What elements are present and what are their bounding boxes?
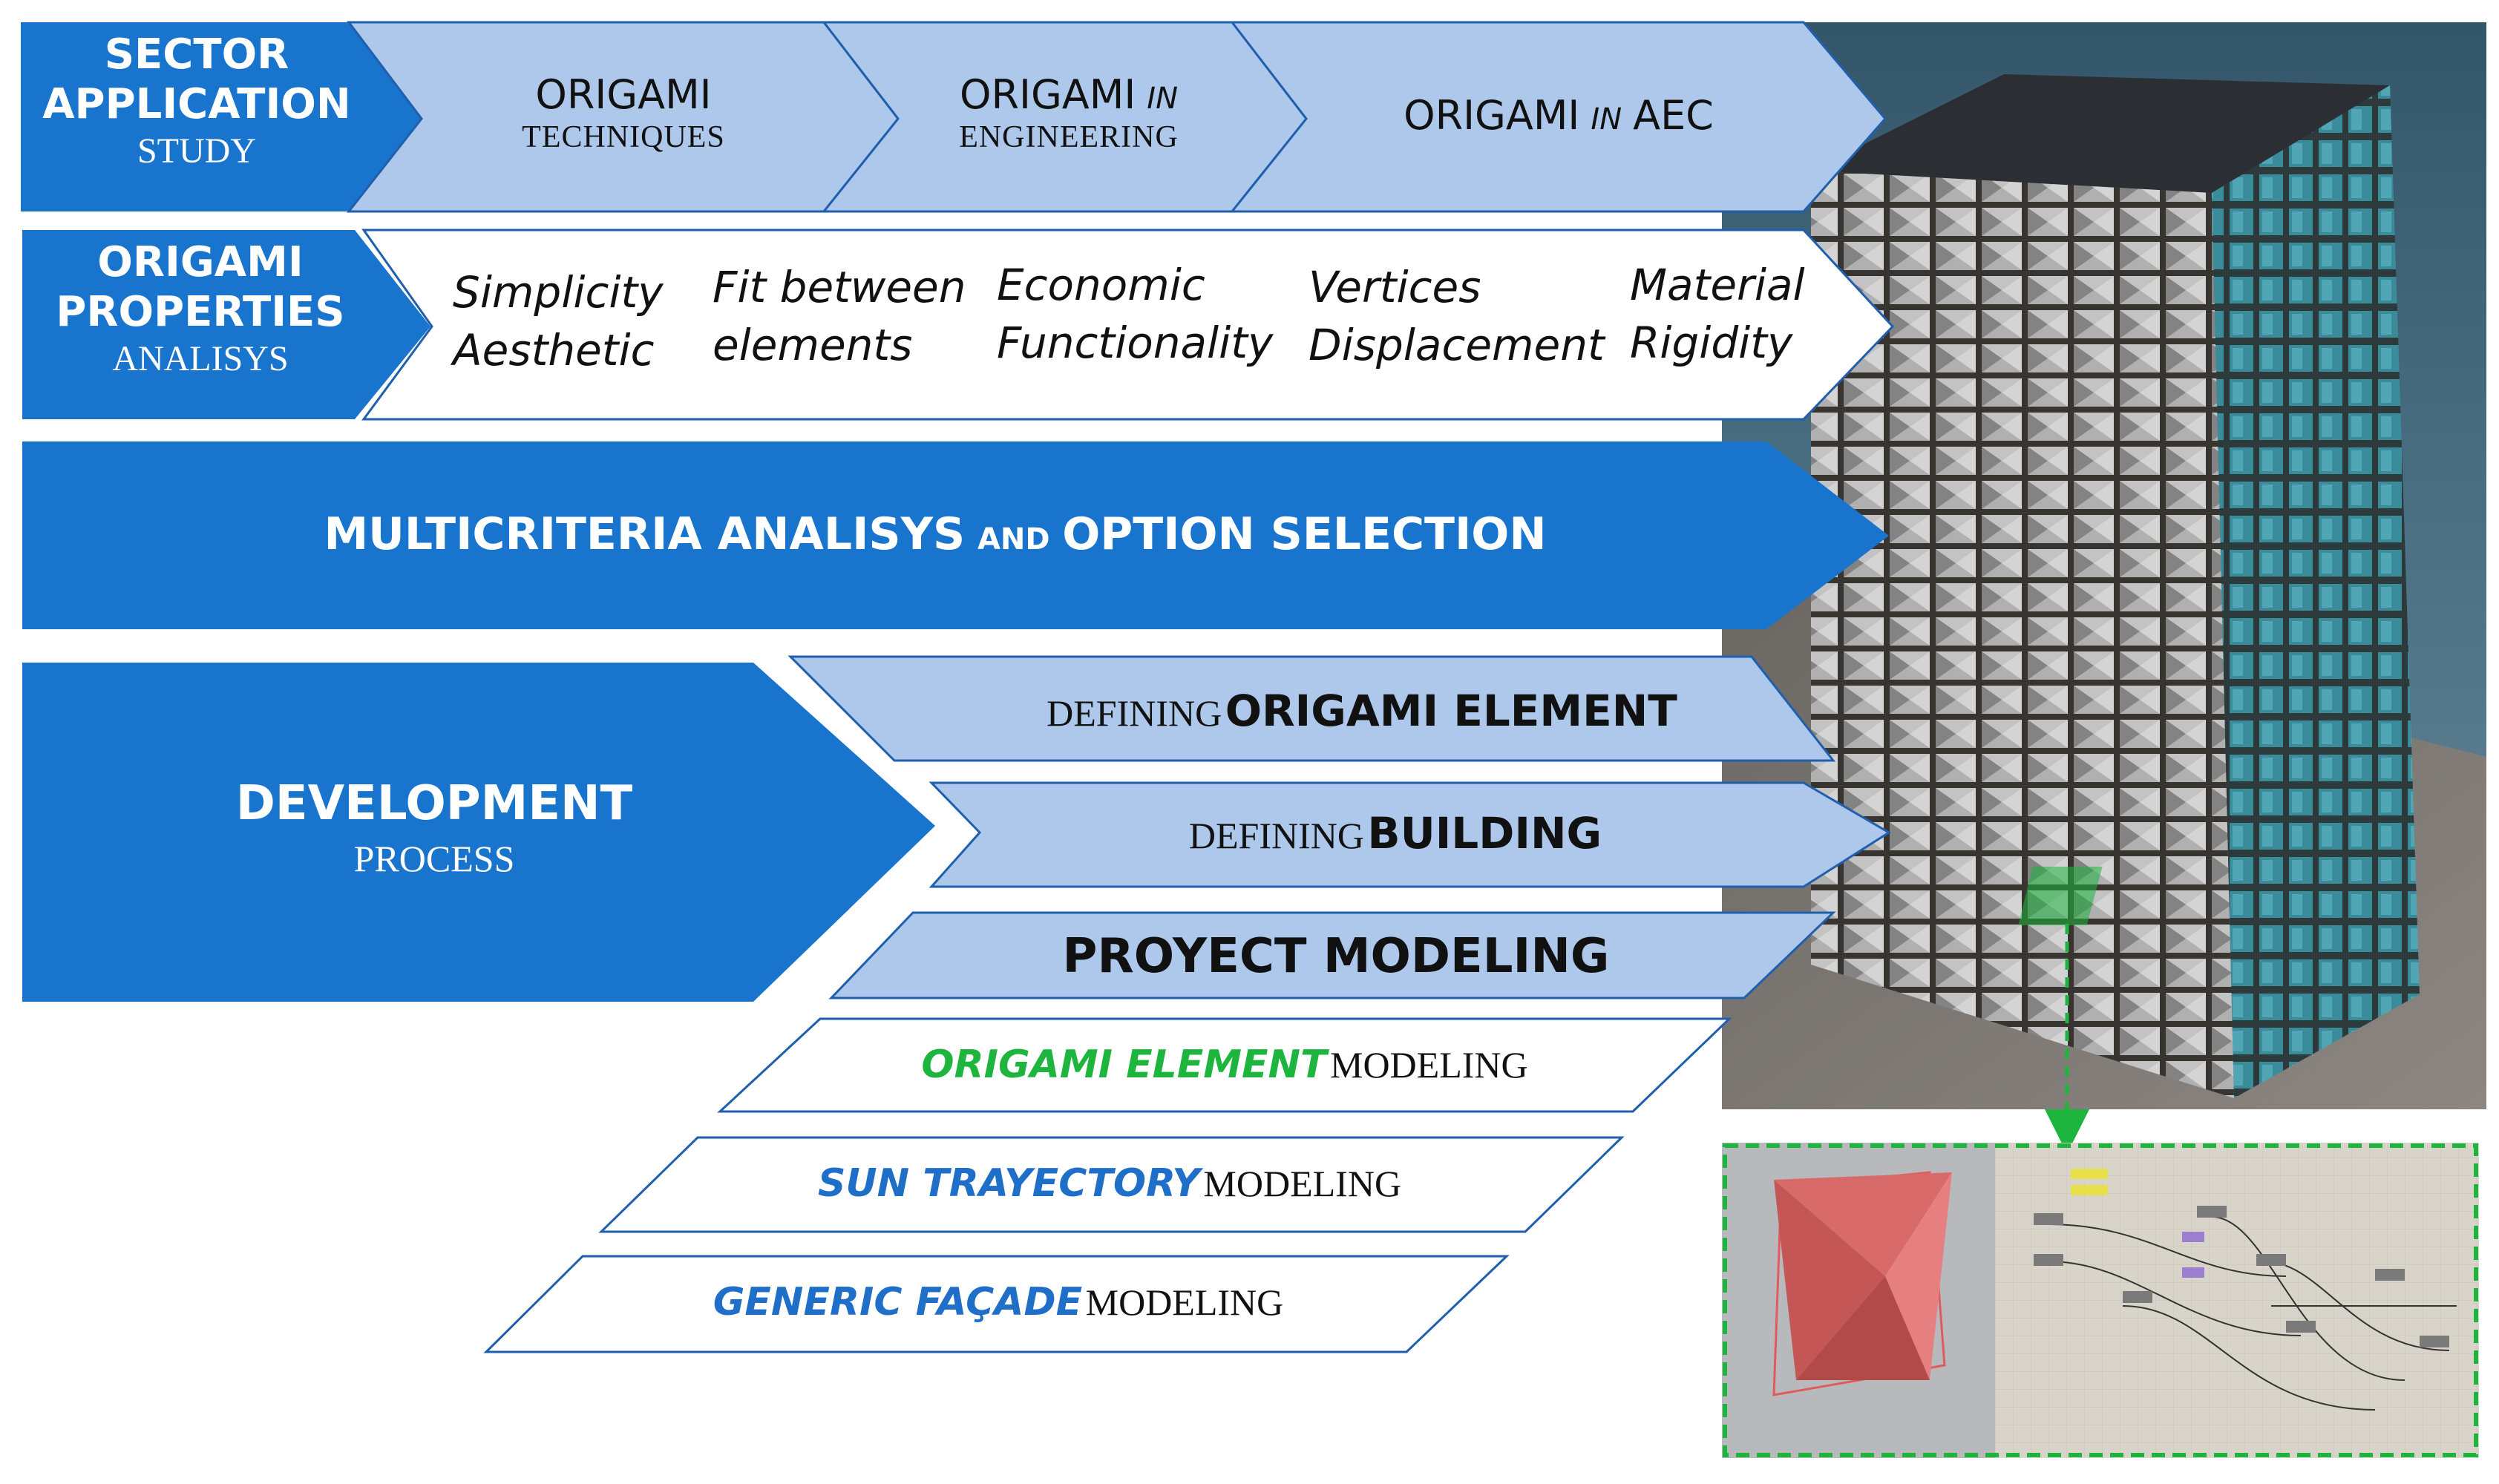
origami-engineering-label: ORIGAMI IN ENGINEERING	[905, 71, 1232, 154]
multicriteria-and: AND	[977, 522, 1050, 556]
origami-aec-chevron	[1229, 21, 1887, 213]
properties-line2: PROPERTIES	[56, 287, 345, 336]
generic-facade-modeling-box	[483, 1255, 1510, 1353]
modeling-1-highlight: ORIGAMI ELEMENT	[921, 1043, 1327, 1087]
origami-engineering-in: IN	[1147, 82, 1178, 116]
property-3-line1: Economic	[997, 260, 1205, 310]
origami-aec-tail: AEC	[1633, 92, 1714, 139]
origami-aec-main: ORIGAMI	[1404, 92, 1580, 139]
development-arrow	[22, 663, 935, 1002]
study-line3: STUDY	[137, 131, 256, 171]
property-4-line1: Vertices	[1309, 262, 1481, 312]
origami-techniques-main: ORIGAMI	[535, 71, 712, 118]
property-vertices-displacement: Vertices Displacement	[1309, 258, 1605, 375]
origami-techniques-sub: TECHNIQUES	[522, 119, 725, 154]
property-1-line1: Simplicity	[453, 267, 664, 318]
sector-application-arrow	[21, 22, 422, 211]
modeling-3-rest: MODELING	[1085, 1281, 1284, 1323]
sector-line1: SECTOR	[104, 30, 289, 79]
modeling-1-rest: MODELING	[1329, 1044, 1528, 1086]
property-simplicity-aesthetic: Simplicity Aesthetic	[453, 263, 664, 380]
property-economic-functionality: Economic Functionality	[997, 256, 1273, 372]
development-sub: PROCESS	[353, 838, 515, 880]
defining-origami-element-bar	[787, 655, 1836, 762]
proyect-modeling-label: PROYECT MODELING	[1062, 929, 1610, 984]
development-label: DEVELOPMENT PROCESS	[45, 776, 824, 880]
sun-trayectory-modeling-box	[598, 1136, 1625, 1233]
sector-application-label: SECTOR APPLICATION STUDY	[30, 33, 364, 170]
defining-building-label: DEFINING BUILDING	[987, 811, 1804, 856]
property-2-line2: elements	[713, 320, 913, 371]
origami-element-modeling-box	[717, 1017, 1732, 1113]
defining-building-bar	[928, 781, 1891, 888]
property-1-line2: Aesthetic	[453, 325, 655, 376]
defining-origami-element-label: DEFINING ORIGAMI ELEMENT	[935, 689, 1789, 734]
modeling-2-rest: MODELING	[1203, 1163, 1402, 1204]
origami-engineering-main-line: ORIGAMI IN	[905, 71, 1232, 118]
multicriteria-arrow	[22, 441, 1889, 629]
proyect-modeling-bar	[828, 911, 1836, 999]
property-fit-between-elements: Fit between elements	[713, 258, 966, 375]
origami-engineering-sub: ENGINEERING	[959, 119, 1179, 154]
development-title: DEVELOPMENT	[235, 776, 633, 831]
properties-chevron	[361, 229, 1895, 421]
origami-engineering-main: ORIGAMI	[960, 71, 1136, 118]
building-render-image	[1722, 22, 2486, 1154]
grasshopper-definition-image	[1722, 1143, 2479, 1458]
multicriteria-part1: MULTICRITERIA ANALISYS	[324, 508, 966, 560]
generic-facade-modeling-label: GENERIC FAÇADE MODELING	[534, 1282, 1462, 1323]
origami-aec-label: ORIGAMI IN AEC	[1321, 92, 1796, 139]
origami-techniques-label: ORIGAMI TECHNIQUES	[445, 71, 802, 154]
sun-trayectory-modeling-label: SUN TRAYECTORY MODELING	[646, 1163, 1573, 1204]
origami-properties-arrow	[22, 230, 430, 419]
property-4-line2: Displacement	[1309, 320, 1605, 371]
origami-line1: ORIGAMI	[97, 238, 304, 286]
defining-2-bold: BUILDING	[1367, 808, 1602, 858]
analisys-line3: ANALISYS	[112, 338, 289, 378]
property-5-line2: Rigidity	[1630, 318, 1793, 369]
property-5-line1: Material	[1630, 260, 1805, 310]
defining-1-bold: ORIGAMI ELEMENT	[1225, 686, 1677, 736]
origami-element-modeling-label: ORIGAMI ELEMENT MODELING	[764, 1045, 1685, 1086]
application-line2: APPLICATION	[42, 79, 351, 128]
modeling-3-highlight: GENERIC FAÇADE	[713, 1280, 1083, 1324]
property-material-rigidity: Material Rigidity	[1630, 256, 1805, 372]
defining-1-pre: DEFINING	[1047, 692, 1222, 734]
property-2-line1: Fit between	[713, 262, 966, 312]
multicriteria-part2: OPTION SELECTION	[1062, 508, 1547, 560]
defining-2-pre: DEFINING	[1188, 815, 1364, 856]
modeling-2-highlight: SUN TRAYECTORY	[817, 1161, 1200, 1206]
origami-properties-label: ORIGAMI PROPERTIES ANALISYS	[30, 238, 371, 378]
property-3-line2: Functionality	[997, 318, 1274, 369]
multicriteria-label: MULTICRITERIA ANALISYS AND OPTION SELECT…	[45, 510, 1826, 558]
origami-aec-in: IN	[1591, 102, 1622, 137]
